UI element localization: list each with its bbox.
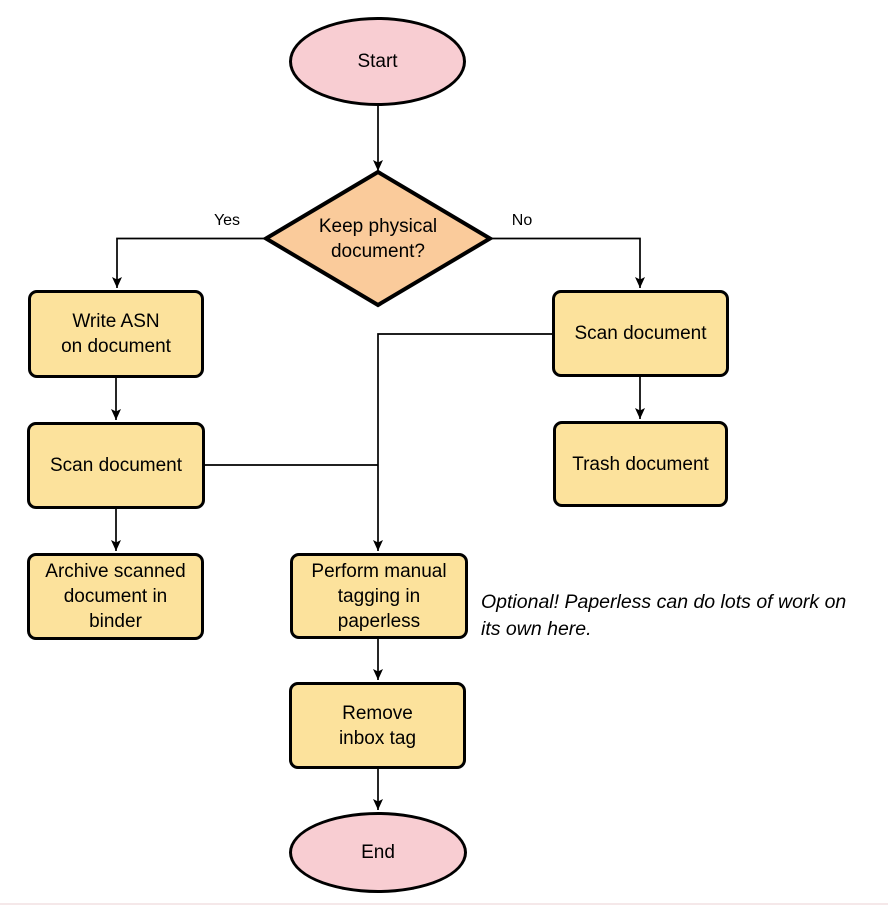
edge-scan-right-to-tagging — [373, 333, 552, 551]
scan-document-left-node-label: Scan document — [49, 455, 183, 476]
write-asn-node: Write ASN on document — [28, 290, 204, 378]
manual-tagging-node-label: Perform manual tagging in paperless — [311, 560, 447, 632]
remove-inbox-tag-node: Remove inbox tag — [289, 682, 466, 769]
optional-annotation: Optional! Paperless can do lots of work … — [481, 591, 847, 640]
decision-node: Keep physical document? — [266, 172, 490, 305]
remove-inbox-tag-node-label: Remove inbox tag — [338, 702, 417, 749]
edge-label-yes: Yes — [213, 212, 241, 229]
write-asn-node-label: Write ASN on document — [61, 311, 171, 357]
trash-document-node-label: Trash document — [572, 453, 709, 475]
start-node-label: Start — [357, 51, 398, 72]
scan-document-left-node: Scan document — [27, 422, 205, 509]
page-bottom-divider — [0, 903, 888, 905]
end-node-label: End — [361, 842, 395, 863]
scan-document-right-node: Scan document — [552, 290, 729, 377]
manual-tagging-node: Perform manual tagging in paperless — [290, 553, 468, 639]
decision-node-label: Keep physical document? — [318, 215, 438, 262]
archive-document-node: Archive scanned document in binder — [27, 553, 204, 640]
archive-document-node-label: Archive scanned document in binder — [45, 561, 186, 632]
decision-shape — [262, 169, 494, 308]
end-node: End — [289, 812, 467, 893]
edge-decision-yes-to-write-asn — [112, 237, 266, 288]
edge-decision-no-to-scan-right — [490, 237, 645, 288]
scan-document-right-node-label: Scan document — [574, 323, 707, 344]
start-node: Start — [289, 17, 466, 106]
edge-label-no: No — [511, 212, 533, 229]
trash-document-node: Trash document — [553, 421, 728, 507]
